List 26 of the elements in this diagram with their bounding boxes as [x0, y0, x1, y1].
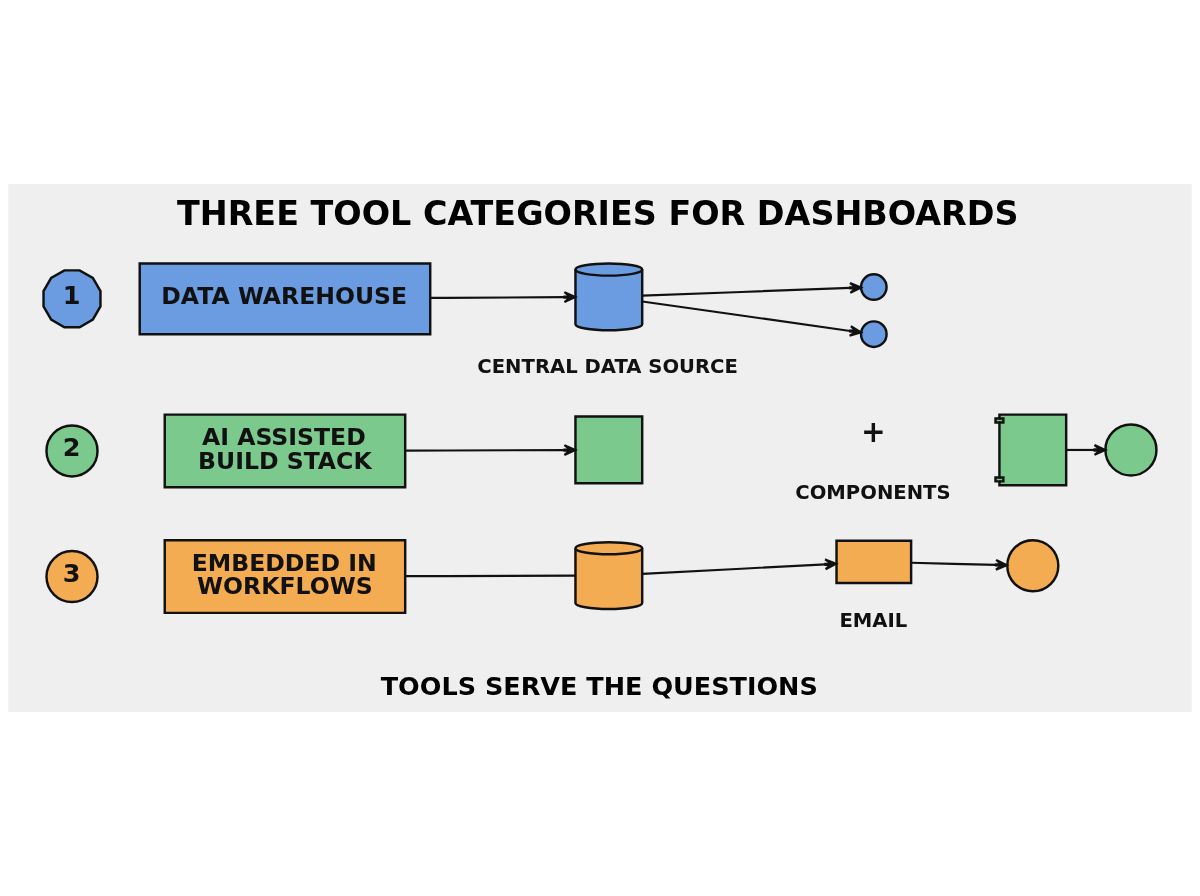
- node-box: DATA WAREHOUSE: [138, 262, 432, 336]
- node-circle: 3: [45, 549, 99, 604]
- diagram-title: THREE TOOL CATEGORIES FOR DASHBOARDS: [177, 194, 1019, 234]
- arrow: [642, 558, 838, 575]
- label: +: [861, 414, 886, 449]
- caption: TOOLS SERVE THE QUESTIONS: [380, 671, 818, 702]
- node-label: EMAIL: [839, 608, 908, 632]
- node-box: AI ASSISTED BUILD STACK: [163, 413, 407, 489]
- node-circle: [859, 320, 888, 349]
- connector: [405, 574, 576, 578]
- arrow: [405, 444, 577, 457]
- label: COMPONENTS: [795, 481, 951, 505]
- node-circle: [859, 273, 888, 302]
- node-box: [574, 415, 644, 485]
- node-envelope: [835, 539, 913, 585]
- node-circle: [1006, 539, 1060, 593]
- node-circle: 2: [45, 424, 99, 478]
- node-picture: [994, 413, 1068, 487]
- arrow: [1066, 444, 1107, 456]
- arrow: [642, 300, 863, 337]
- arrow: [642, 281, 863, 297]
- node-box: EMBEDDED IN WORKFLOWS: [163, 539, 407, 615]
- arrow: [911, 558, 1008, 571]
- arrow: [430, 291, 577, 304]
- node-label: CENTRAL DATA SOURCE: [477, 355, 738, 379]
- node-circle: [1104, 423, 1158, 477]
